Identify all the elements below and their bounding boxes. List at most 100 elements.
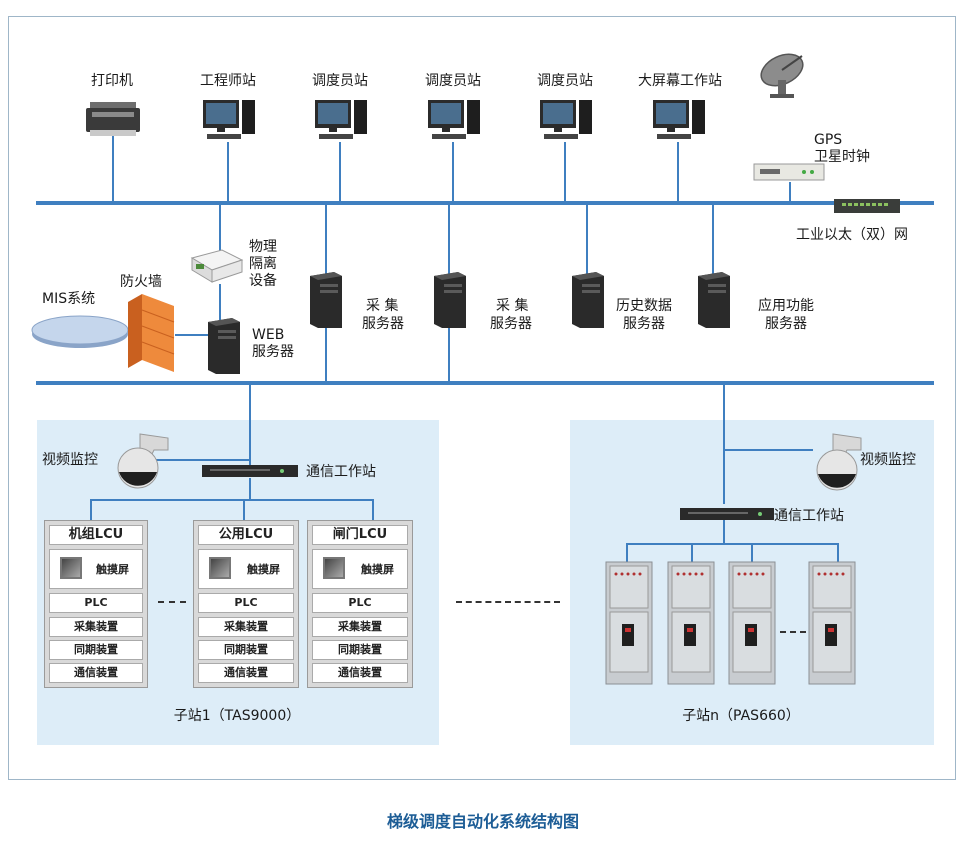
connector bbox=[243, 499, 245, 521]
server-icon bbox=[572, 272, 604, 328]
isolation-label: 设备 bbox=[249, 273, 277, 289]
connector bbox=[249, 384, 251, 468]
ethernet-bus-bottom bbox=[36, 381, 934, 385]
switchgear-cabinet-icon bbox=[605, 561, 653, 685]
server-label: 服务器 bbox=[765, 316, 807, 332]
web-server-label: WEB bbox=[252, 327, 285, 343]
connector bbox=[249, 478, 251, 500]
diagram-caption: 梯级调度自动化系统结构图 bbox=[386, 812, 579, 831]
comm-workstation-label: 通信工作站 bbox=[306, 464, 376, 480]
touchscreen-label: 触摸屏 bbox=[361, 563, 394, 576]
switchgear-cabinet-icon bbox=[728, 561, 776, 685]
connector bbox=[90, 499, 373, 501]
mis-label: MIS系统 bbox=[42, 291, 96, 307]
lcu-panel: 公用LCU 触摸屏 PLC 采集装置 同期装置 通信装置 bbox=[193, 520, 299, 688]
connector bbox=[339, 142, 341, 202]
server-icon bbox=[698, 272, 730, 328]
workstation-label: 调度员站 bbox=[537, 73, 593, 89]
workstation-label: 大屏幕工作站 bbox=[638, 73, 722, 89]
touchscreen-row: 触摸屏 bbox=[49, 549, 143, 589]
ellipsis-dashes bbox=[780, 631, 806, 633]
ellipsis-dashes bbox=[456, 601, 560, 603]
workstation-icon bbox=[540, 100, 592, 139]
gps-clock-icon bbox=[753, 163, 825, 181]
connector bbox=[723, 449, 813, 451]
plc-row: PLC bbox=[49, 593, 143, 613]
connector bbox=[452, 142, 454, 202]
sync-row: 同期装置 bbox=[49, 640, 143, 660]
connector bbox=[219, 204, 221, 254]
isolation-label: 物理 bbox=[249, 239, 277, 255]
comm-workstation-icon bbox=[680, 508, 774, 520]
sync-row: 同期装置 bbox=[312, 640, 408, 660]
server-label: 服务器 bbox=[623, 316, 665, 332]
acq-row: 采集装置 bbox=[312, 617, 408, 637]
touchscreen-label: 触摸屏 bbox=[96, 563, 129, 576]
server-label: 服务器 bbox=[362, 316, 404, 332]
camera-label: 视频监控 bbox=[860, 452, 916, 468]
touchscreen-row: 触摸屏 bbox=[312, 549, 408, 589]
connector bbox=[372, 499, 374, 521]
server-label: 采 集 bbox=[496, 298, 529, 314]
connector bbox=[712, 204, 714, 274]
lcu-title: 闸门LCU bbox=[312, 525, 408, 545]
substation-1-name: 子站1（TAS9000） bbox=[173, 708, 301, 724]
connector bbox=[227, 142, 229, 202]
camera-icon bbox=[816, 433, 862, 491]
diagram-frame bbox=[8, 16, 956, 780]
isolation-device-icon bbox=[190, 249, 244, 283]
camera-icon bbox=[117, 433, 169, 489]
workstation-label: 工程师站 bbox=[200, 73, 256, 89]
isolation-label: 隔离 bbox=[249, 256, 277, 272]
connector bbox=[626, 543, 838, 545]
touchscreen-row: 触摸屏 bbox=[198, 549, 294, 589]
printer-label: 打印机 bbox=[91, 73, 133, 89]
connector bbox=[586, 204, 588, 274]
web-server-icon bbox=[208, 318, 240, 374]
server-label: 历史数据 bbox=[616, 298, 672, 314]
connector bbox=[150, 459, 250, 461]
ellipsis-dashes bbox=[158, 601, 186, 603]
connector bbox=[789, 182, 791, 202]
gps-label: GPS bbox=[814, 132, 843, 148]
connector bbox=[751, 543, 753, 563]
plc-row: PLC bbox=[312, 593, 408, 613]
workstation-icon bbox=[653, 100, 705, 139]
connector bbox=[723, 384, 725, 504]
workstation-icon bbox=[315, 100, 367, 139]
lcu-panel: 机组LCU 触摸屏 PLC 采集装置 同期装置 通信装置 bbox=[44, 520, 148, 688]
firewall-label: 防火墙 bbox=[120, 274, 162, 290]
connector bbox=[837, 543, 839, 563]
comm-row: 通信装置 bbox=[49, 663, 143, 683]
workstation-icon bbox=[428, 100, 480, 139]
substation-n-name: 子站n（PAS660） bbox=[682, 708, 800, 724]
sync-row: 同期装置 bbox=[198, 640, 294, 660]
web-server-label: 服务器 bbox=[252, 344, 294, 360]
touchscreen-label: 触摸屏 bbox=[247, 563, 280, 576]
switchgear-cabinet-icon bbox=[667, 561, 715, 685]
lcu-title: 机组LCU bbox=[49, 525, 143, 545]
server-icon bbox=[434, 272, 466, 328]
comm-row: 通信装置 bbox=[312, 663, 408, 683]
touchscreen-icon bbox=[323, 557, 345, 579]
server-label: 采 集 bbox=[366, 298, 399, 314]
comm-row: 通信装置 bbox=[198, 663, 294, 683]
gps-clock-label: 卫星时钟 bbox=[814, 149, 870, 165]
connector bbox=[723, 520, 725, 544]
workstation-icon bbox=[203, 100, 255, 139]
acq-row: 采集装置 bbox=[49, 617, 143, 637]
connector bbox=[90, 499, 92, 521]
connector bbox=[691, 543, 693, 563]
connector bbox=[564, 142, 566, 202]
switchgear-cabinet-icon bbox=[808, 561, 856, 685]
comm-workstation-label: 通信工作站 bbox=[774, 508, 844, 524]
server-label: 应用功能 bbox=[758, 298, 814, 314]
firewall-icon bbox=[128, 294, 175, 372]
lcu-title: 公用LCU bbox=[198, 525, 294, 545]
touchscreen-icon bbox=[209, 557, 231, 579]
printer-icon bbox=[86, 102, 140, 136]
connector bbox=[626, 543, 628, 563]
workstation-label: 调度员站 bbox=[425, 73, 481, 89]
acq-row: 采集装置 bbox=[198, 617, 294, 637]
touchscreen-icon bbox=[60, 557, 82, 579]
